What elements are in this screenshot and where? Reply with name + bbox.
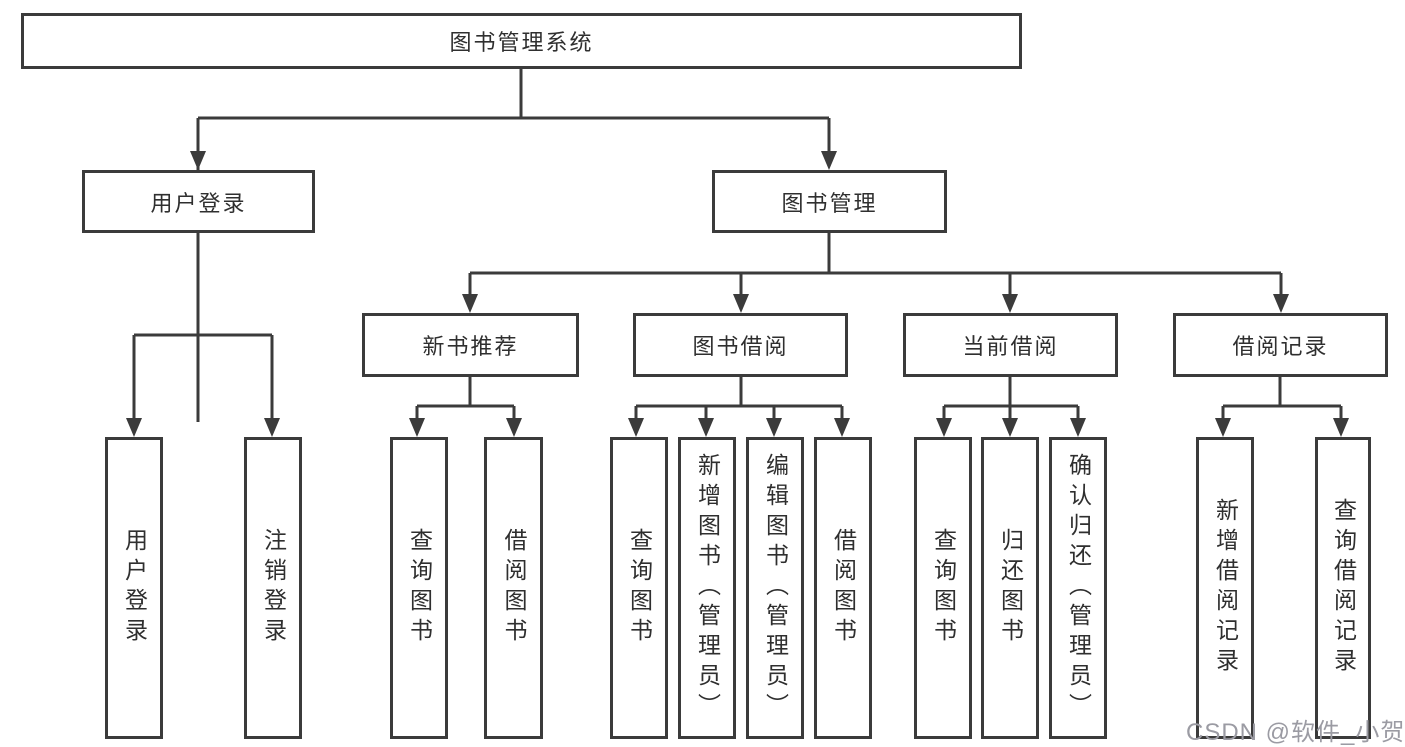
leaf-query-books-borrowing-label: 查询图书 — [626, 528, 653, 648]
arrow-down-icon — [698, 418, 714, 437]
arrow-down-icon — [1273, 294, 1289, 313]
leaf-confirm-return-admin-label: 确认归还（管理员） — [1065, 453, 1092, 723]
arrow-down-icon — [409, 418, 425, 437]
node-book-management-label: 图书管理 — [781, 190, 878, 216]
leaf-borrow-books-recommend: 借阅图书 — [484, 437, 543, 739]
arrow-down-icon — [834, 418, 850, 437]
node-root-label: 图书管理系统 — [449, 30, 594, 55]
edge-book-borrowing-to-leaves — [628, 377, 850, 437]
leaf-borrow-books-label: 借阅图书 — [830, 528, 857, 648]
leaf-query-books-current-label: 查询图书 — [930, 528, 957, 648]
arrow-down-icon — [1002, 294, 1018, 313]
edge-root-to-level2 — [190, 69, 837, 422]
node-book-borrowing-label: 图书借阅 — [692, 334, 789, 359]
arrow-down-icon — [628, 418, 644, 437]
node-current-borrowing-label: 当前借阅 — [962, 334, 1059, 359]
leaf-return-books: 归还图书 — [981, 437, 1039, 739]
leaf-add-borrow-record-label: 新增借阅记录 — [1212, 498, 1239, 678]
edge-user-login-to-leaves — [126, 233, 280, 437]
arrow-down-icon — [462, 294, 478, 313]
arrow-down-icon — [936, 418, 952, 437]
arrow-down-icon — [1215, 418, 1231, 437]
leaf-query-borrow-record: 查询借阅记录 — [1315, 437, 1371, 739]
node-borrow-records: 借阅记录 — [1173, 313, 1388, 377]
node-book-management: 图书管理 — [712, 170, 947, 233]
leaf-user-login-label: 用户登录 — [121, 528, 148, 648]
edge-book-management-to-level3 — [462, 233, 1289, 313]
arrow-down-icon — [733, 294, 749, 313]
leaf-query-books-recommend: 查询图书 — [390, 437, 448, 739]
node-book-borrowing: 图书借阅 — [633, 313, 848, 377]
leaf-edit-books-admin: 编辑图书（管理员） — [746, 437, 804, 739]
edge-current-borrowing-to-leaves — [936, 377, 1086, 437]
node-user-login: 用户登录 — [82, 170, 315, 233]
leaf-borrow-books: 借阅图书 — [814, 437, 872, 739]
arrow-down-icon — [126, 418, 142, 437]
leaf-query-books-borrowing: 查询图书 — [610, 437, 668, 739]
leaf-add-borrow-record: 新增借阅记录 — [1196, 437, 1254, 739]
leaf-confirm-return-admin: 确认归还（管理员） — [1049, 437, 1107, 739]
leaf-logout: 注销登录 — [244, 437, 302, 739]
node-user-login-label: 用户登录 — [150, 190, 247, 216]
node-borrow-records-label: 借阅记录 — [1232, 334, 1329, 359]
node-new-book-recommend: 新书推荐 — [362, 313, 579, 377]
arrow-down-icon — [1333, 418, 1349, 437]
arrow-down-icon — [766, 418, 782, 437]
leaf-add-books-admin: 新增图书（管理员） — [678, 437, 736, 739]
leaf-query-books-current: 查询图书 — [914, 437, 972, 739]
leaf-borrow-books-recommend-label: 借阅图书 — [501, 528, 527, 648]
node-root: 图书管理系统 — [21, 13, 1022, 69]
node-current-borrowing: 当前借阅 — [903, 313, 1118, 377]
arrow-down-icon — [264, 418, 280, 437]
leaf-edit-books-admin-label: 编辑图书（管理员） — [762, 453, 789, 723]
leaf-logout-label: 注销登录 — [260, 528, 287, 648]
leaf-return-books-label: 归还图书 — [997, 528, 1024, 648]
edge-borrow-records-to-leaves — [1215, 377, 1349, 437]
arrow-down-icon — [506, 418, 522, 437]
arrow-down-icon — [1070, 418, 1086, 437]
arrow-down-icon — [1002, 418, 1018, 437]
arrow-down-icon — [190, 151, 206, 170]
leaf-user-login: 用户登录 — [105, 437, 163, 739]
node-new-book-recommend-label: 新书推荐 — [422, 334, 519, 359]
edge-new-book-recommend-to-leaves — [409, 377, 522, 437]
arrow-down-icon — [821, 151, 837, 170]
leaf-add-books-admin-label: 新增图书（管理员） — [694, 453, 721, 723]
leaf-query-borrow-record-label: 查询借阅记录 — [1330, 498, 1357, 678]
leaf-query-books-recommend-label: 查询图书 — [406, 528, 433, 648]
